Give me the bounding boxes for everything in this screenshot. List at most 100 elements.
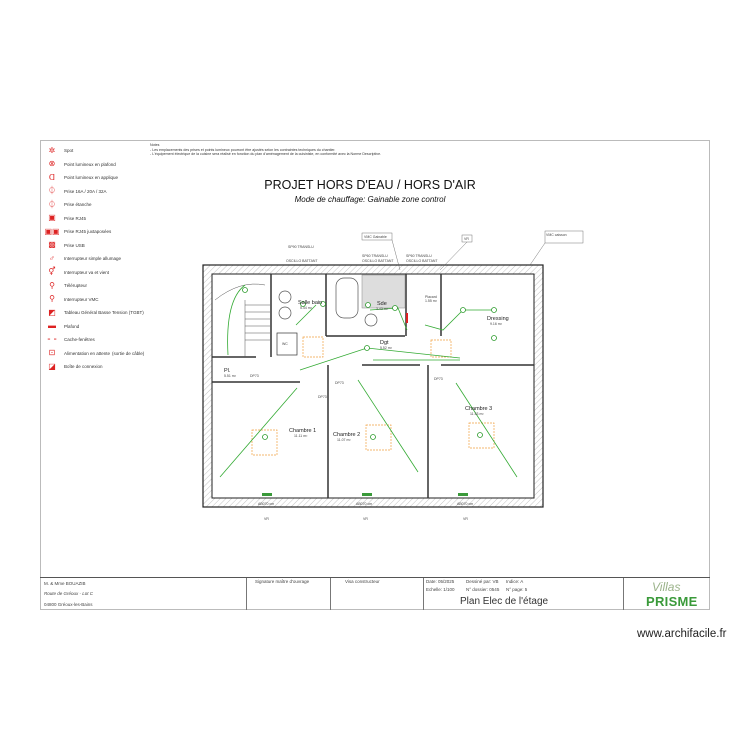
legend-label: Prise RJ45 juxtaposées — [64, 229, 112, 235]
svg-text:11.07 m²: 11.07 m² — [337, 438, 351, 442]
date: Date: 05/2025 — [426, 579, 455, 584]
scale: Echelle: 1/100 — [426, 587, 455, 592]
washbasin — [278, 306, 292, 320]
legend-item: ◪Boîte de connexion — [44, 360, 154, 374]
svg-text:5.51 m²: 5.51 m² — [224, 374, 237, 378]
legend-item: ▬Plafond — [44, 320, 154, 334]
shutter-icon: ⁃ ⁃ — [46, 334, 58, 344]
svg-text:Chambre 1: Chambre 1 — [289, 428, 316, 434]
waterproof-socket-icon: ⏀ — [48, 199, 56, 209]
legend-item: ⊗ Point lumineux en plafond — [44, 158, 154, 172]
legend-item: ⁃ ⁃ Cache-fenêtres — [44, 333, 154, 347]
project-title: PROJET HORS D'EAU / HORS D'AIR — [264, 178, 476, 192]
legend-item: ⚲ Interrupteur VMC — [44, 293, 154, 307]
svg-text:1.55 m²: 1.55 m² — [425, 299, 438, 303]
drawing-frame — [40, 140, 710, 610]
svg-text:SP60 TRANSLU: SP60 TRANSLU — [362, 254, 388, 258]
toilet — [364, 313, 378, 327]
svg-text:3.43 m²: 3.43 m² — [376, 307, 389, 311]
callout-leaders — [361, 230, 584, 271]
svg-text:11.53 m²: 11.53 m² — [470, 412, 484, 416]
switch-icon: ♂ — [49, 253, 55, 263]
svg-text:Placard: Placard — [425, 295, 437, 299]
legend-label: Point lumineux en applique — [64, 175, 119, 181]
ceiling-light-icon: ⊗ — [48, 159, 56, 169]
legend-item: ⏀ Prise 16A / 20A / 32A — [44, 185, 154, 199]
staircase — [214, 283, 270, 357]
svg-text:Pl.: Pl. — [224, 368, 231, 374]
svg-text:DP73: DP73 — [250, 374, 259, 378]
legend-label: Spot — [64, 148, 74, 154]
svg-text:VR: VR — [264, 517, 269, 521]
legend-label: Prise USB — [64, 242, 85, 248]
notes: Notes - Les emplacements des prises et p… — [150, 143, 490, 157]
svg-text:VMC caisson: VMC caisson — [546, 233, 567, 237]
legend-label: Interrupteur va et vient — [64, 269, 110, 275]
legend-label: Point lumineux en plafond — [64, 161, 116, 167]
legend-item: ▩ Prise USB — [44, 239, 154, 253]
svg-text:AB070 cm: AB070 cm — [258, 502, 274, 506]
svg-text:5.52 m²: 5.52 m² — [380, 346, 393, 350]
svg-text:VMC Gainable: VMC Gainable — [364, 235, 387, 239]
svg-text:DP73: DP73 — [335, 381, 344, 385]
logo-text: PRISME — [646, 594, 698, 609]
usb-icon: ▩ — [48, 240, 56, 250]
drawn-by: Dessiné par: VB — [466, 579, 499, 584]
page-number: N° page: 5 — [506, 587, 528, 592]
wc-label: WC — [282, 342, 288, 346]
svg-text:Dressing: Dressing — [487, 316, 509, 322]
note-line: - Les emplacements des prises et points … — [150, 147, 336, 152]
spot-icon: ✲ — [48, 145, 56, 155]
svg-text:5.44 m²: 5.44 m² — [300, 306, 313, 310]
legend-sublabel: (sortie de câble) — [112, 350, 145, 356]
standby-supply-icon: ⊡ — [48, 348, 56, 358]
window-radiator-marks — [262, 493, 468, 496]
svg-text:VR: VR — [463, 517, 468, 521]
logo: Villas — [652, 580, 681, 594]
legend-label: Prise étanche — [64, 202, 92, 208]
svg-text:OSCILLO BATTANT: OSCILLO BATTANT — [286, 259, 318, 263]
legend-label: Prise RJ45 — [64, 215, 87, 221]
bathtub — [335, 277, 359, 319]
svg-text:OSCILLO BATTANT: OSCILLO BATTANT — [362, 259, 394, 263]
remote-switch-icon: ⚲ — [49, 280, 55, 290]
legend-item: ◩Tableau Général Basse Tension (TGBT) — [44, 306, 154, 320]
revision: Indice: A — [506, 579, 524, 584]
legend-label: Interrupteur VMC — [64, 296, 99, 302]
socket-icon: ⏀ — [48, 186, 56, 196]
legend-item: ⚲Télérupteur — [44, 279, 154, 293]
client-signature-box: Signature maître d'ouvrage — [255, 579, 310, 584]
junction-box-icon: ◪ — [48, 361, 56, 371]
interior-area — [211, 273, 535, 499]
legend-item: ▣▣Prise RJ45 juxtaposées — [44, 225, 154, 239]
line-icon: ▬ — [48, 321, 56, 331]
panel-icon: ◩ — [48, 307, 56, 317]
svg-text:Sde: Sde — [377, 301, 387, 307]
legend-item: ♂ Interrupteur simple allumage — [44, 252, 154, 266]
svg-text:OSCILLO BATTANT: OSCILLO BATTANT — [406, 259, 438, 263]
legend-label: Prise 16A / 20A / 32A — [64, 188, 107, 194]
window-labels: SP90 TRANSLU OSCILLO BATTANT SP60 TRANSL… — [250, 233, 567, 521]
legend-item: ⚥Interrupteur va et vient — [44, 266, 154, 280]
legend-label: Cache-fenêtres — [64, 337, 95, 343]
notes-heading: Notes — [150, 143, 160, 147]
heater-red — [406, 313, 408, 323]
folder-number: N° dossier: 0545 — [466, 587, 500, 592]
svg-text:Chambre 3: Chambre 3 — [465, 406, 492, 412]
legend-item: ⊡ Alimentation en attente(sortie de câble… — [44, 347, 154, 361]
legend-item: ✲ Spot — [44, 144, 154, 158]
note-line: - L'équipement électrique de la cuisine … — [150, 152, 382, 156]
svg-text:Chambre 2: Chambre 2 — [333, 432, 360, 438]
svg-text:DP73: DP73 — [318, 395, 327, 399]
svg-text:AB070 cm: AB070 cm — [457, 502, 473, 506]
plan-name: Plan Elec de l'étage — [460, 596, 549, 607]
svg-text:VR: VR — [363, 517, 368, 521]
legend-label: Alimentation en attente — [64, 350, 111, 356]
svg-text:Salle bain: Salle bain — [298, 300, 322, 306]
vmc-switch-icon: ⚲ — [49, 294, 55, 304]
watermark: www.archifacile.fr — [637, 628, 727, 640]
legend-label: Interrupteur simple allumage — [64, 256, 122, 262]
